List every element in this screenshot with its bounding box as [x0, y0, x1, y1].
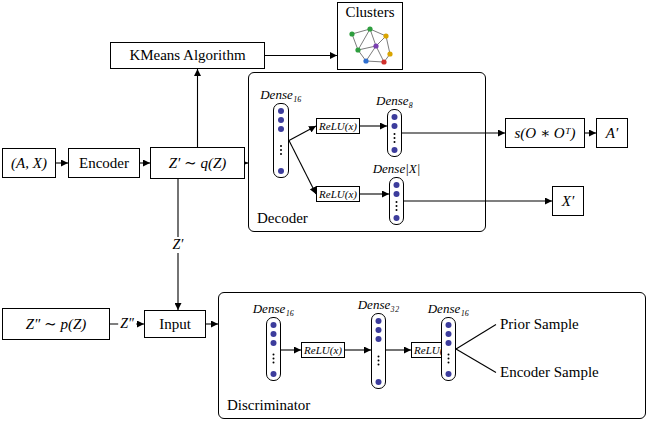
node-text: Dense|X|	[373, 161, 421, 177]
activation-box: ReLU(x)	[316, 118, 360, 134]
output-branch-line	[456, 349, 496, 373]
neuron-dots	[267, 318, 282, 382]
node-text: Discriminator	[227, 397, 310, 414]
node-text: s(O ∗ Oᵀ)	[515, 124, 576, 142]
neuron-dots	[274, 104, 290, 179]
output-branch-line	[456, 325, 496, 350]
process-box: s(O ∗ Oᵀ)	[505, 118, 585, 148]
node-text: A′	[606, 125, 618, 142]
arrow-connector	[386, 349, 411, 350]
process-box: (A, X)	[2, 148, 56, 178]
neuron-dots	[442, 318, 457, 382]
arrow-connector	[281, 349, 301, 350]
dense-layer: Dense₁₆	[441, 317, 456, 381]
arrow-connector	[206, 323, 218, 324]
module-frame: Dense₁₆ReLU(x)Dense₃₂ReLU(x)Dense₁₆Discr…	[218, 292, 646, 419]
cluster-graph-icon	[344, 24, 396, 66]
process-box: Input	[144, 310, 206, 338]
arrow-connector	[56, 162, 68, 163]
activation-box: ReLU(x)	[301, 342, 345, 358]
arrow-connector	[404, 200, 552, 201]
arrow-connector	[360, 193, 389, 194]
dense-layer: Dense₁₆	[273, 103, 289, 178]
output-label: Encoder Sample	[500, 364, 599, 381]
node-text: Z″ ∼ p(Z)	[26, 315, 87, 333]
dense-layer: Dense₁₆	[266, 317, 281, 381]
process-box: X′	[552, 186, 584, 216]
clusters-box: Clusters	[337, 2, 403, 70]
node-text: ReLU(x)	[304, 344, 342, 356]
neuron-dots	[390, 178, 405, 226]
node-text: ReLU(x)	[319, 120, 357, 132]
node-text: (A, X)	[11, 155, 47, 172]
dense-layer: Dense₃₂	[371, 313, 386, 389]
node-text: Clusters	[338, 4, 402, 21]
arrow-connector	[585, 132, 596, 133]
activation-box: ReLU(x)	[316, 186, 360, 202]
node-text: Dense₁₆	[253, 301, 295, 317]
arrow-connector	[197, 69, 198, 147]
node-text: Dense₃₂	[358, 297, 400, 313]
node-text: ReLU(x)	[319, 188, 357, 200]
node-text: Input	[159, 316, 191, 333]
node-text: Encoder	[79, 155, 129, 172]
neuron-dots	[372, 314, 387, 390]
node-text: Dense₁₆	[428, 301, 470, 317]
arrow-connector	[265, 55, 337, 56]
edge-label: Z′	[171, 237, 186, 253]
node-text: Z′ ∼ q(Z)	[169, 154, 227, 172]
node-text: Dense₁₆	[260, 87, 302, 103]
node-text: KMeans Algorithm	[129, 47, 245, 64]
output-label: Prior Sample	[500, 316, 579, 333]
process-box: Encoder	[68, 148, 140, 178]
arrow-connector	[345, 349, 371, 350]
node-text: X′	[562, 193, 574, 210]
node-text: Decoder	[257, 210, 308, 227]
process-box: A′	[596, 118, 628, 148]
dense-layer: Dense|X|	[389, 177, 404, 225]
edge-label: Z″	[118, 316, 136, 332]
arrow-connector	[402, 132, 505, 133]
module-frame: Dense₁₆ ReLU(x) Dense₈ ReLU(x) Dense|X| Decod…	[248, 72, 486, 232]
arrow-connector	[289, 141, 316, 195]
process-box: Z″ ∼ p(Z)	[2, 308, 110, 340]
dense-layer: Dense₈	[387, 109, 402, 157]
neuron-dots	[388, 110, 403, 158]
node-text: Dense₈	[376, 93, 413, 109]
arrow-connector	[289, 126, 316, 141]
arrow-connector	[360, 125, 387, 126]
process-box: KMeans Algorithm	[110, 42, 265, 69]
arrow-connector	[140, 162, 150, 163]
process-box: Z′ ∼ q(Z)	[150, 147, 245, 179]
